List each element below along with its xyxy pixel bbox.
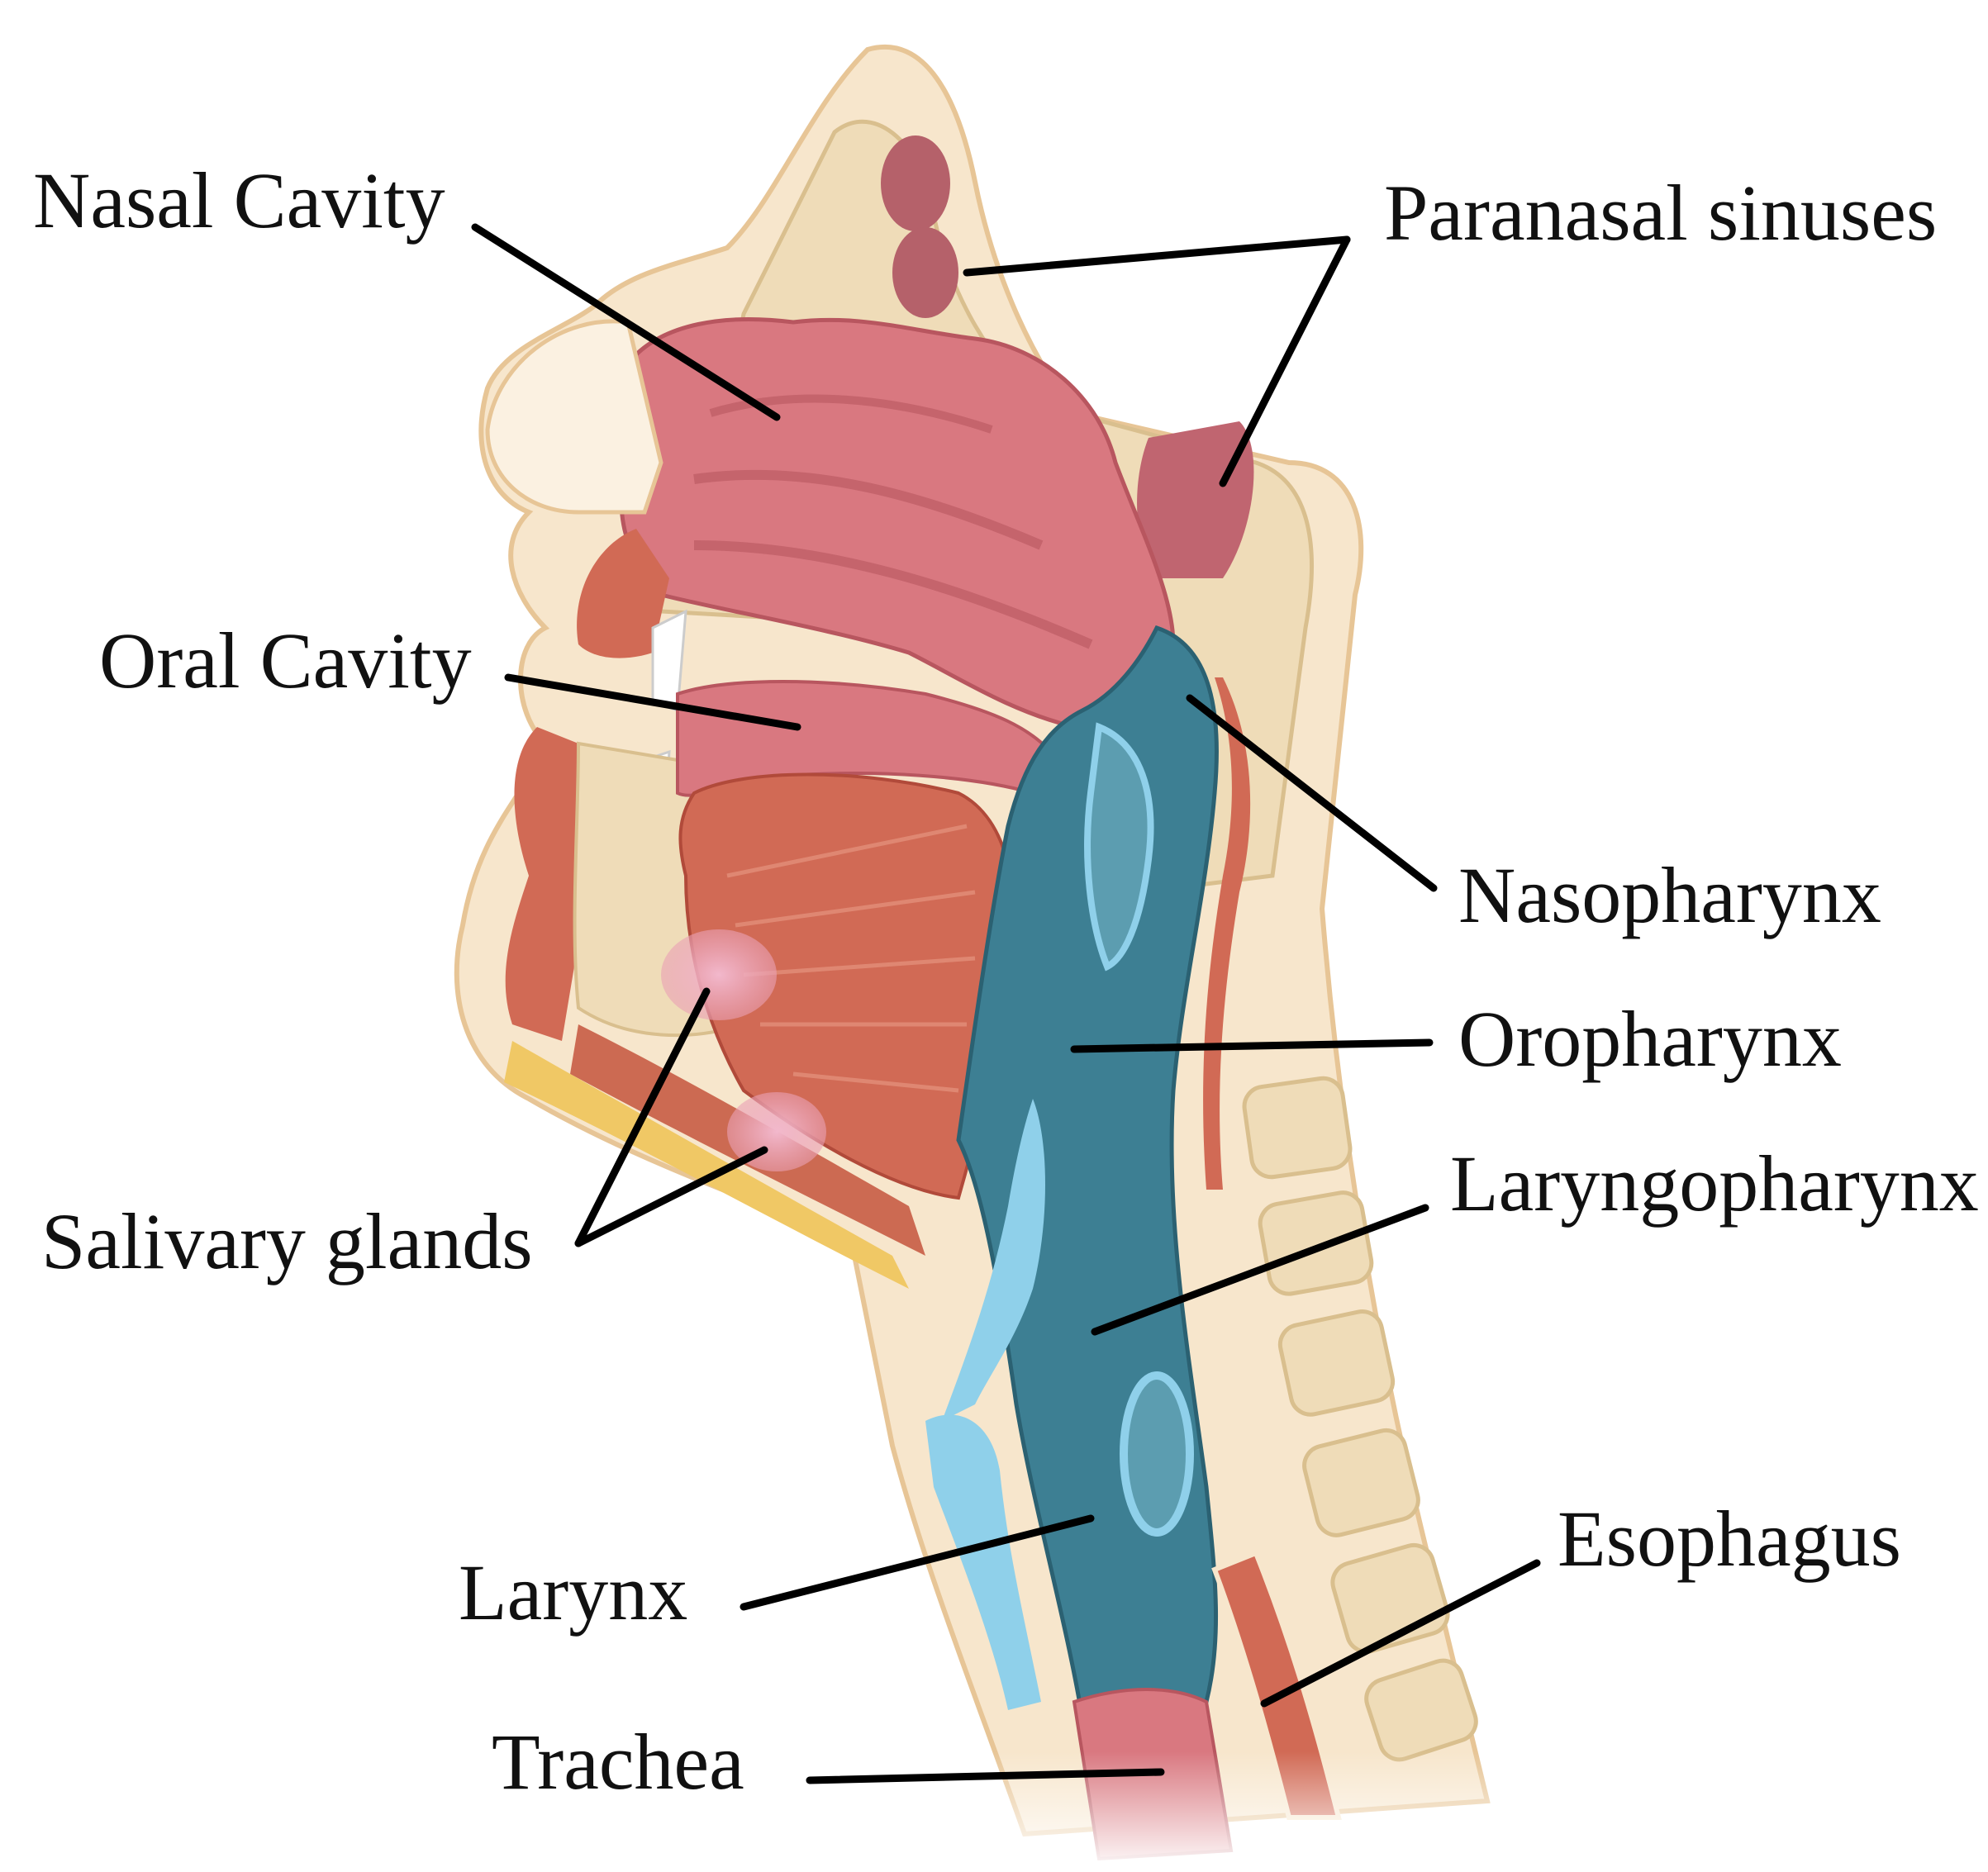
labels: Nasal Cavity Paranasal sinuses Oral Cavi… bbox=[33, 156, 1979, 1806]
lower-lip-chin bbox=[505, 727, 595, 1041]
leader-oral-cavity bbox=[504, 673, 801, 731]
vertebra-4 bbox=[1302, 1428, 1420, 1537]
soft-palate bbox=[1084, 722, 1154, 972]
label-nasal-cavity: Nasal Cavity bbox=[33, 156, 445, 245]
vertebra-3 bbox=[1277, 1309, 1396, 1417]
frontal-sinus-lower bbox=[892, 227, 958, 318]
cervical-vertebrae bbox=[1242, 1076, 1478, 1762]
leader-nasal-cavity bbox=[471, 223, 781, 421]
anatomy-illustration bbox=[454, 44, 1570, 1872]
label-paranasal-sinuses: Paranasal sinuses bbox=[1384, 169, 1937, 257]
tongue-fibers bbox=[726, 824, 976, 1093]
vertebra-1 bbox=[1242, 1076, 1353, 1180]
label-laryngopharynx: Laryngopharynx bbox=[1450, 1139, 1979, 1228]
leader-lines bbox=[471, 223, 1541, 1784]
upper-lip bbox=[577, 529, 669, 658]
bottom-fade bbox=[826, 1751, 1570, 1872]
arytenoid bbox=[1120, 1371, 1194, 1537]
label-oral-cavity: Oral Cavity bbox=[99, 616, 472, 705]
leader-larynx bbox=[740, 1514, 1095, 1611]
label-nasopharynx: Nasopharynx bbox=[1458, 851, 1881, 939]
turbinate-upper bbox=[709, 394, 993, 434]
vertebra-2 bbox=[1258, 1190, 1374, 1296]
leader-esophagus bbox=[1260, 1559, 1541, 1708]
leader-paranasal-upper bbox=[963, 235, 1351, 277]
fat-layer bbox=[504, 1041, 909, 1289]
label-oropharynx: Oropharynx bbox=[1458, 995, 1842, 1083]
leader-oropharynx bbox=[1070, 1038, 1434, 1053]
larynx-cartilage bbox=[925, 1414, 1041, 1710]
leader-laryngopharynx bbox=[1091, 1204, 1429, 1336]
sphenoid-sinus bbox=[1137, 421, 1254, 578]
label-trachea: Trachea bbox=[492, 1718, 744, 1806]
label-esophagus: Esophagus bbox=[1558, 1494, 1901, 1583]
leader-paranasal-lower bbox=[1219, 235, 1351, 487]
leader-trachea bbox=[806, 1768, 1165, 1784]
salivary-gland-upper bbox=[661, 929, 777, 1020]
leader-salivary-upper bbox=[574, 987, 711, 1247]
frontal-sinus-upper bbox=[881, 135, 950, 231]
label-larynx: Larynx bbox=[459, 1548, 687, 1637]
label-salivary-glands: Salivary glands bbox=[41, 1197, 533, 1285]
posterior-muscle bbox=[1203, 677, 1251, 1190]
leader-nasopharynx bbox=[1186, 694, 1438, 892]
epiglottis bbox=[942, 1099, 1045, 1421]
turbinate-lower bbox=[693, 540, 1093, 649]
leader-salivary-lower bbox=[574, 1146, 768, 1247]
nose-tip bbox=[485, 319, 663, 515]
salivary-gland-lower bbox=[727, 1092, 826, 1171]
vertebra-6 bbox=[1364, 1658, 1478, 1762]
turbinate-middle bbox=[693, 469, 1044, 550]
